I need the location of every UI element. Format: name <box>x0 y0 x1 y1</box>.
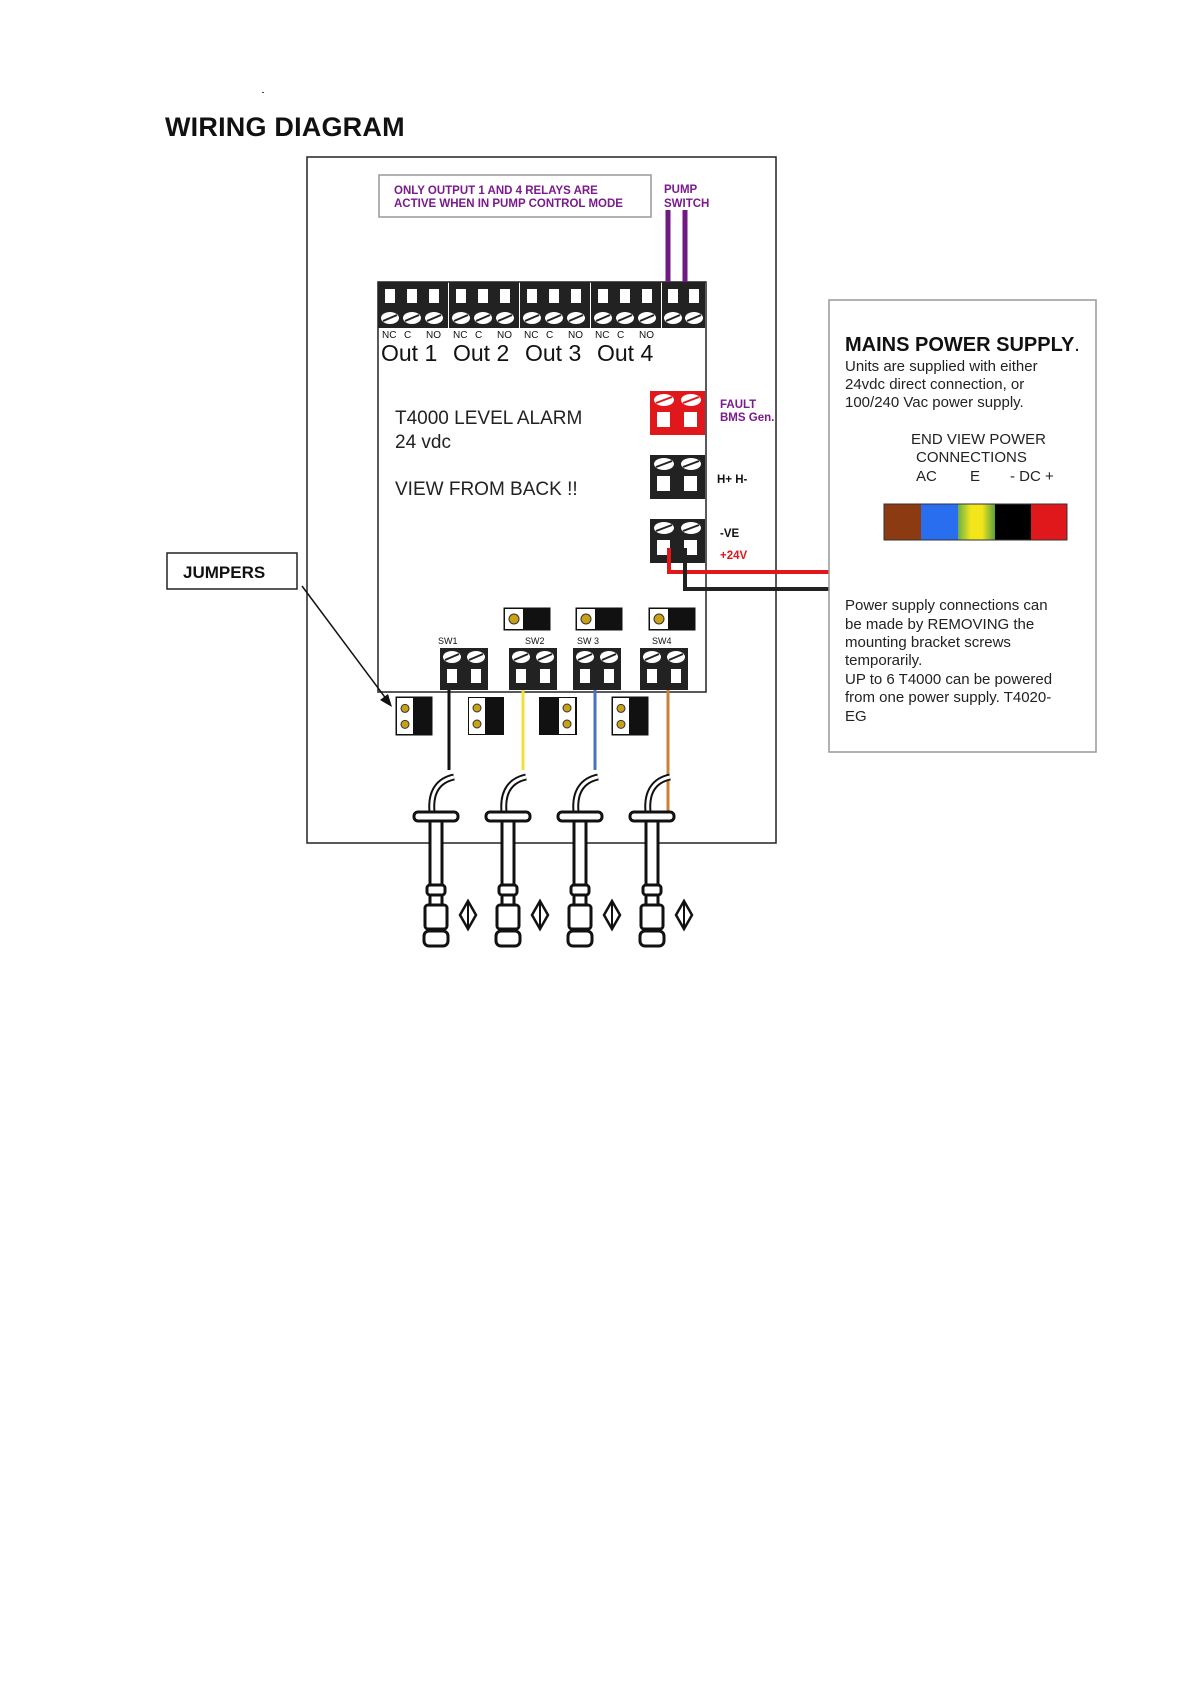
switch-terminal-row <box>440 648 688 690</box>
notice-box <box>378 174 652 218</box>
relay-terminal-block-4 <box>591 282 661 328</box>
switch-label-3: SW 3 <box>577 636 599 646</box>
jumper-icon-3 <box>539 697 577 735</box>
device-view-note: VIEW FROM BACK !! <box>395 479 578 500</box>
switch-label-2: SW2 <box>525 636 545 646</box>
mains-note-1: Power supply connections can <box>845 597 1048 614</box>
ac-blue-terminal <box>921 504 958 540</box>
output-label-2: Out 2 <box>453 340 509 366</box>
switch-terminal-block-4 <box>640 648 688 690</box>
mains-note-2: be made by REMOVING the <box>845 616 1034 633</box>
dc-negative-terminal <box>995 504 1031 540</box>
output-label-3: Out 3 <box>525 340 581 366</box>
jumper-icon-4 <box>611 696 649 736</box>
mains-note-7: EG <box>845 708 867 725</box>
jumpers-pointer <box>301 585 388 701</box>
page-title: WIRING DIAGRAM <box>165 112 405 142</box>
mains-desc-1: Units are supplied with either <box>845 358 1038 375</box>
relay-pin-label: NO <box>497 330 512 341</box>
relay-pin-label: NO <box>426 330 441 341</box>
mains-note-3: mounting bracket screws <box>845 634 1011 651</box>
pump-switch-label-2: SWITCH <box>664 198 709 210</box>
relay-pin-label-row: NC C NO NC C NO NC C NO NC C NO <box>382 330 654 341</box>
column-dc: - DC + <box>1010 468 1054 485</box>
device-name: T4000 LEVEL ALARM <box>395 408 582 429</box>
pump-terminal-block <box>662 282 705 328</box>
mains-heading: MAINS POWER SUPPLY. <box>845 334 1080 356</box>
upper-jumper-2 <box>575 607 623 631</box>
lower-jumper-row <box>395 696 649 736</box>
jumpers-label: JUMPERS <box>183 563 265 582</box>
output-label-1: Out 1 <box>381 340 437 366</box>
upper-jumper-row <box>503 607 696 631</box>
upper-jumper-1 <box>503 607 551 631</box>
relay-pin-label: C <box>546 330 553 341</box>
mains-desc-3: 100/240 Vac power supply. <box>845 394 1024 411</box>
mains-note-6: from one power supply. T4020- <box>845 689 1051 706</box>
float-switch-icon-1 <box>412 773 478 948</box>
mains-note-4: temporarily. <box>845 652 922 669</box>
mains-desc-2: 24vdc direct connection, or <box>845 376 1024 393</box>
relay-pin-label: C <box>404 330 411 341</box>
supply-negative-label: -VE <box>720 528 740 540</box>
float-switch-icon-2 <box>484 773 550 948</box>
pump-switch-label-1: PUMP <box>664 184 698 196</box>
relay-terminal-block-2 <box>449 282 519 328</box>
jumper-icon-2 <box>468 697 504 735</box>
relay-terminal-block-3 <box>520 282 590 328</box>
notice-line-2: ACTIVE WHEN IN PUMP CONTROL MODE <box>394 198 623 210</box>
column-e: E <box>970 468 980 485</box>
relay-terminal-block-1 <box>378 282 448 328</box>
end-view-line-1: END VIEW POWER <box>911 431 1046 448</box>
float-switch-row <box>412 773 694 948</box>
stray-dot <box>262 92 264 93</box>
float-switch-icon-4 <box>628 773 694 948</box>
h-terminal-label: H+ H- <box>717 474 748 486</box>
relay-pin-label: NC <box>595 330 609 341</box>
enclosure-outline <box>306 156 777 844</box>
fault-label-2: BMS Gen. <box>720 412 774 424</box>
switch-label-4: SW4 <box>652 636 672 646</box>
earth-terminal <box>958 504 995 540</box>
output-label-4: Out 4 <box>597 340 653 366</box>
power-connector-strip <box>883 503 1068 541</box>
upper-jumper-3 <box>648 607 696 631</box>
float-switch-icon-3 <box>556 773 622 948</box>
relay-pin-label: NO <box>639 330 654 341</box>
relay-pin-label: C <box>617 330 624 341</box>
h-terminal-block <box>650 455 705 499</box>
switch-label-1: SW1 <box>438 636 458 646</box>
jumper-icon-1 <box>395 696 433 736</box>
mains-note-5: UP to 6 T4000 can be powered <box>845 671 1052 688</box>
dc-positive-terminal <box>1031 504 1067 540</box>
device-voltage: 24 vdc <box>395 432 451 453</box>
supply-positive-label: +24V <box>720 550 748 562</box>
ac-brown-terminal <box>884 504 921 540</box>
jumpers-label-box <box>166 552 298 590</box>
end-view-line-2: CONNECTIONS <box>916 449 1027 466</box>
relay-pin-label: C <box>475 330 482 341</box>
relay-pin-label: NC <box>524 330 538 341</box>
relay-pin-label: NC <box>382 330 396 341</box>
relay-pin-label: NC <box>453 330 467 341</box>
relay-terminal-row <box>378 282 705 328</box>
switch-terminal-block-3 <box>573 648 621 690</box>
fault-terminal-block <box>650 391 705 435</box>
relay-pin-label: NO <box>568 330 583 341</box>
notice-line-1: ONLY OUTPUT 1 AND 4 RELAYS ARE <box>394 185 598 197</box>
switch-terminal-block-1 <box>440 648 488 690</box>
jumpers-arrowhead <box>380 694 392 707</box>
fault-label-1: FAULT <box>720 399 756 411</box>
power-terminal-block <box>650 519 705 563</box>
switch-terminal-block-2 <box>509 648 557 690</box>
column-ac: AC <box>916 468 937 485</box>
